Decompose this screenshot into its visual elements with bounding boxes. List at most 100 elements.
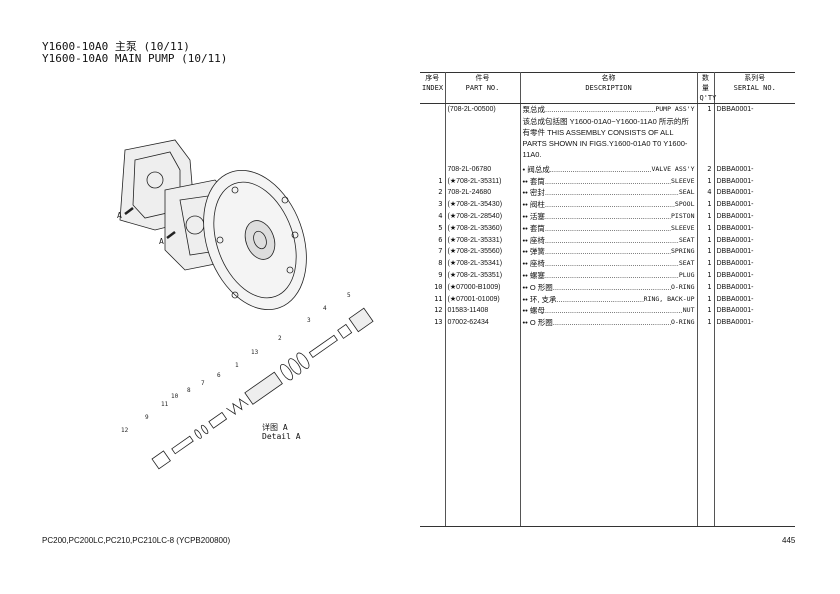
desc-cn: •• 阀柱 bbox=[522, 200, 545, 210]
cell-part: (★708-2L-35341) bbox=[444, 258, 521, 270]
header-part: 件号 PART NO. bbox=[444, 72, 521, 104]
cell-serial: DBBA0001- bbox=[713, 293, 795, 306]
desc-cn: •• 螺塞 bbox=[522, 270, 545, 280]
cell-desc: •• 密封 SEAL bbox=[519, 187, 698, 200]
cell-qty: 1 bbox=[696, 293, 715, 306]
header-part-cn: 件号 bbox=[475, 74, 490, 82]
table-row: 11 (★07001-01009) •• 环, 支承RING, BACK-UP … bbox=[420, 293, 795, 306]
detail-caption-en: Detail A bbox=[262, 432, 301, 441]
pump-illustration: A A 1 2 3 4 5 6 7 8 9 10 11 12 13 bbox=[117, 139, 374, 470]
header-qty-cn: 数量 bbox=[702, 74, 709, 92]
desc-en: SLEEVE bbox=[671, 223, 695, 232]
desc-en: NUT bbox=[682, 306, 695, 315]
cell-index bbox=[420, 163, 446, 176]
cell-serial: DBBA0001- bbox=[713, 199, 795, 211]
cell-part: (★708-2L-35360) bbox=[444, 222, 521, 235]
cell-serial: DBBA0001- bbox=[713, 246, 795, 259]
desc-cn: •• 密封 bbox=[522, 188, 545, 198]
header-index-cn: 序号 bbox=[425, 74, 440, 82]
cell-qty: 1 bbox=[696, 199, 715, 211]
cell-index: 4 bbox=[420, 210, 446, 223]
desc-cn: •• 座椅 bbox=[522, 235, 545, 245]
table-row: 9 (★708-2L-35351) •• 螺塞PLUG 1 DBBA0001- bbox=[420, 269, 795, 282]
label-7: 7 bbox=[201, 380, 205, 387]
label-9: 9 bbox=[145, 414, 149, 421]
footer-models: PC200,PC200LC,PC210,PC210LC-8 (YCPB20080… bbox=[42, 536, 231, 545]
cell-desc: •• 螺母 NUT bbox=[519, 305, 698, 318]
assembly-note: 该总成包括图 Y1600-01A0~Y1600-11A0 所示的所有零件 THI… bbox=[519, 115, 698, 164]
cell-part: 708-2L-06780 bbox=[444, 163, 521, 176]
cell-part: (★708-2L-35311) bbox=[444, 175, 521, 188]
cell-desc: • 阀总成 VALVE ASS'Y bbox=[519, 163, 698, 176]
header-qty-en: Q'TY bbox=[699, 94, 717, 102]
cell-index: 8 bbox=[420, 258, 446, 270]
cell-qty: 1 bbox=[696, 258, 715, 270]
desc-en: SEAL bbox=[678, 188, 695, 197]
label-6: 6 bbox=[217, 372, 221, 379]
cell-desc: •• 座椅SEAT bbox=[519, 234, 698, 247]
cell-serial: DBBA0001- bbox=[713, 103, 795, 116]
table-row: 708-2L-06780 • 阀总成 VALVE ASS'Y 2 DBBA0001… bbox=[420, 163, 795, 176]
cell-serial: DBBA0001- bbox=[713, 187, 795, 200]
header-part-en: PART NO. bbox=[465, 84, 500, 92]
table-row: 12 01583-11408 •• 螺母NUT 1 DBBA0001- bbox=[420, 305, 795, 318]
cell-index: 5 bbox=[420, 222, 446, 235]
cell-desc: •• 座椅 SEAT bbox=[519, 258, 698, 270]
desc-cn: •• 螺母 bbox=[522, 306, 545, 316]
page-number: 445 bbox=[782, 536, 796, 545]
cell-desc: •• O 形圈 O-RING bbox=[519, 317, 698, 329]
cell-serial: DBBA0001- bbox=[713, 269, 795, 282]
desc-cn: •• 套筒 bbox=[522, 176, 545, 186]
desc-en: VALVE ASS'Y bbox=[651, 164, 695, 173]
table-row: 8 (★708-2L-35341) •• 座椅 SEAT 1 DBBA0001- bbox=[420, 258, 795, 270]
desc-en: SPRING bbox=[671, 247, 695, 256]
desc-en: O-RING bbox=[671, 318, 695, 327]
desc-en: SEAT bbox=[678, 259, 695, 268]
table-row: 1 (★708-2L-35311) •• 套筒SLEEVE 1 DBBA0001… bbox=[420, 175, 795, 188]
desc-cn: • 阀总成 bbox=[522, 164, 550, 174]
desc-cn: •• 套筒 bbox=[522, 223, 545, 233]
cell-qty: 1 bbox=[696, 269, 715, 282]
cell-part: (★708-2L-35430) bbox=[444, 199, 521, 211]
cell-index: 12 bbox=[420, 305, 446, 318]
table-row: 4 (★708-2L-28540) •• 活塞PISTON 1 DBBA0001… bbox=[420, 210, 795, 223]
label-2: 2 bbox=[278, 335, 282, 342]
desc-cn: •• O 形圈 bbox=[522, 282, 553, 292]
cell-serial: DBBA0001- bbox=[713, 234, 795, 247]
cell-index: 9 bbox=[420, 269, 446, 282]
table-row: 10 (★07000-B1009) •• O 形圈O-RING 1 DBBA00… bbox=[420, 281, 795, 294]
cell-serial: DBBA0001- bbox=[713, 163, 795, 176]
desc-en: RING, BACK-UP bbox=[643, 294, 695, 303]
table-row-note: 该总成包括图 Y1600-01A0~Y1600-11A0 所示的所有零件 THI… bbox=[420, 115, 795, 164]
cell-qty: 1 bbox=[696, 210, 715, 223]
header-desc-en: DESCRIPTION bbox=[585, 84, 632, 92]
cell-index: 1 bbox=[420, 175, 446, 188]
desc-en: SPOOL bbox=[674, 200, 695, 209]
table-row: 13 07002-62434 •• O 形圈O-RING 1 DBBA0001- bbox=[420, 317, 795, 329]
cell-serial: DBBA0001- bbox=[713, 258, 795, 270]
cell-desc: •• 套筒 SLEEVE bbox=[519, 222, 698, 235]
cell-part: 07002-62434 bbox=[444, 317, 521, 329]
table-row: 7 (★708-2L-35560) •• 弹簧SPRING 1 DBBA0001… bbox=[420, 246, 795, 259]
desc-en: SLEEVE bbox=[671, 176, 695, 185]
cell-qty: 2 bbox=[696, 163, 715, 176]
cell-part: (★07000-B1009) bbox=[444, 281, 521, 294]
cell-index: 13 bbox=[420, 317, 446, 329]
desc-cn: •• O 形圈 bbox=[522, 318, 553, 328]
desc-cn: •• 座椅 bbox=[522, 259, 545, 269]
cell-index: 7 bbox=[420, 246, 446, 259]
detail-caption-cn: 详图 A bbox=[262, 423, 288, 432]
cell-desc: 泵总成PUMP ASS'Y bbox=[519, 103, 698, 116]
header-index: 序号 INDEX bbox=[420, 72, 446, 104]
cell-part: (★708-2L-35331) bbox=[444, 234, 521, 247]
label-11: 11 bbox=[161, 401, 169, 408]
cell-desc: •• 环, 支承RING, BACK-UP bbox=[519, 293, 698, 306]
cell-serial: DBBA0001- bbox=[713, 210, 795, 223]
header-index-en: INDEX bbox=[422, 84, 444, 92]
desc-cn: •• 弹簧 bbox=[522, 247, 545, 257]
table-row: 2 708-2L-24680 •• 密封SEAL 4 DBBA0001- bbox=[420, 187, 795, 200]
